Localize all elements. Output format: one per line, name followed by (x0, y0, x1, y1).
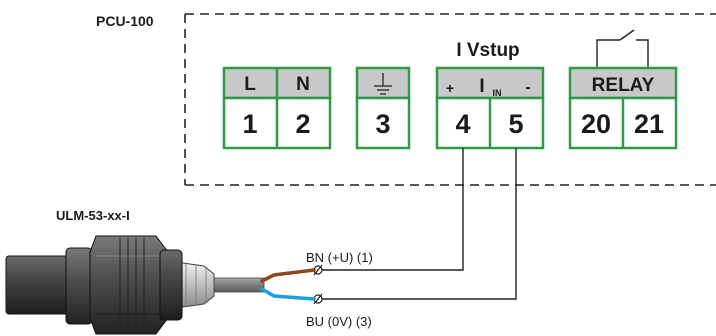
wire-label-brown: BN (+U) (1) (306, 250, 373, 265)
ground-icon (374, 73, 392, 95)
terminal-num-21: 21 (634, 109, 664, 139)
relay-contact-symbol (596, 29, 649, 68)
wire-terminal-5 (322, 148, 517, 300)
terminal-num-3: 3 (375, 109, 390, 139)
wire-brown (260, 268, 316, 283)
terminal-num-2: 2 (295, 109, 310, 139)
terminal-block-relay: RELAY 20 21 (568, 66, 678, 150)
connection-wires (322, 148, 517, 300)
input-section-title: I Vstup (456, 40, 519, 61)
terminal-num-5: 5 (508, 109, 523, 139)
wire-blue (260, 287, 316, 301)
input-current-symbol: I (479, 76, 484, 97)
input-plus-sign: + (446, 80, 454, 96)
relay-head-label: RELAY (592, 75, 655, 96)
terminal-num-4: 4 (455, 109, 470, 139)
terminal-num-20: 20 (581, 109, 611, 139)
terminal-block-input: + I IN - 4 5 (435, 66, 545, 150)
input-minus-sign: - (525, 79, 530, 96)
device-enclosure (184, 13, 716, 186)
terminal-num-1: 1 (242, 109, 257, 139)
input-current-subscript: IN (493, 88, 502, 98)
wire-terminal-4 (322, 148, 464, 271)
terminal-block-ground: 3 (355, 66, 411, 150)
wire-label-blue: BU (0V) (3) (306, 314, 372, 329)
device-label: PCU-100 (96, 13, 154, 29)
terminal-block-power: L N 1 2 (222, 66, 332, 150)
sensor-drawing (5, 235, 316, 335)
sensor-label: ULM-53-xx-I (56, 208, 130, 223)
terminal-head-n: N (296, 74, 310, 95)
terminal-head-l: L (244, 74, 256, 95)
